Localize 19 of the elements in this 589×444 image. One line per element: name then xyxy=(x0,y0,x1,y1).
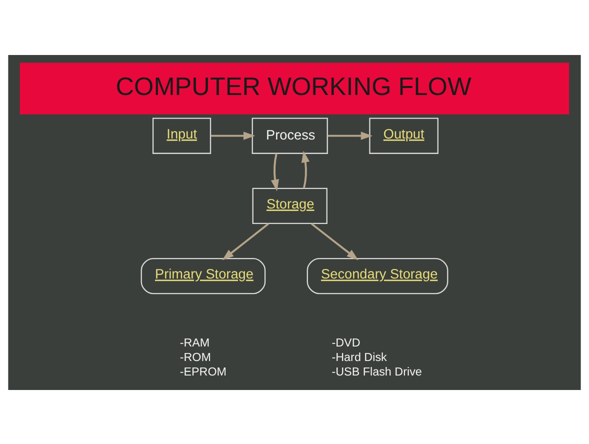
node-box: Input xyxy=(152,117,212,154)
node-label: -Hard Disk xyxy=(332,350,387,364)
arrow xyxy=(310,222,358,260)
arrow xyxy=(222,222,270,260)
arrow xyxy=(302,150,310,188)
node-box: Output xyxy=(369,117,438,154)
arrow xyxy=(270,152,279,191)
node-box: Secondary Storage xyxy=(306,257,448,294)
node-label: -EPROM xyxy=(180,364,227,378)
node-label: -RAM xyxy=(180,336,210,349)
node-label: -ROM xyxy=(180,350,211,364)
node-box: Primary Storage xyxy=(140,257,266,294)
arrow xyxy=(328,131,373,140)
node-box: Process xyxy=(252,117,328,154)
arrow xyxy=(210,131,256,140)
node-box: Storage xyxy=(252,187,328,224)
node-label: -DVD xyxy=(332,336,360,349)
node-label: -USB Flash Drive xyxy=(332,364,422,378)
diagram-title: COMPUTER WORKING FLOW xyxy=(116,72,472,101)
